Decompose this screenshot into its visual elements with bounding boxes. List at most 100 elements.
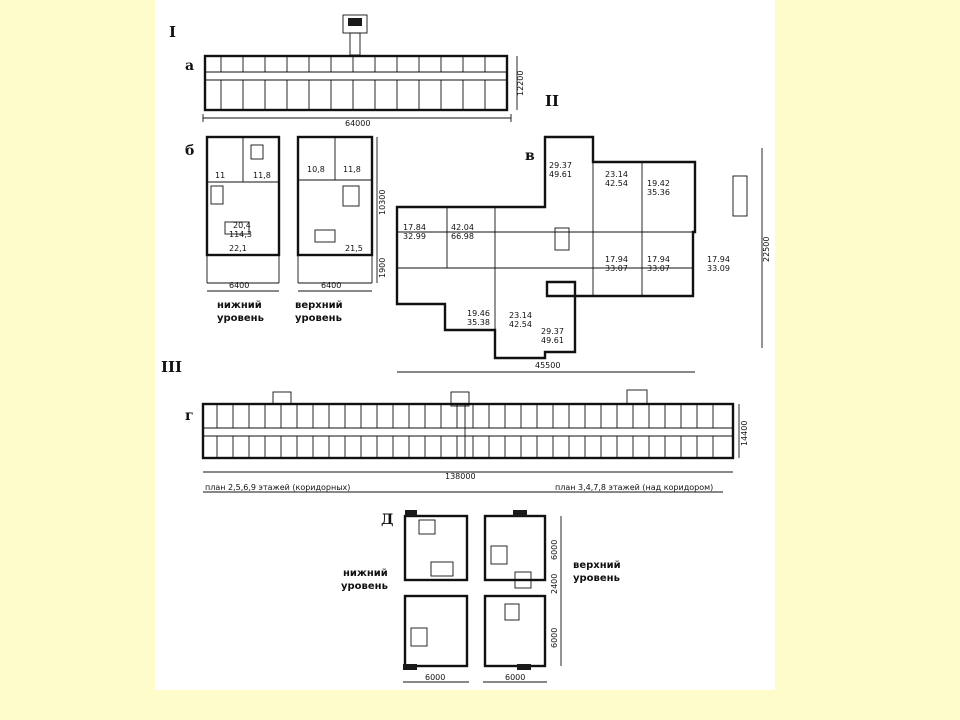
plan-d-upper-caption-1: верхний	[573, 560, 621, 571]
plan-g-partitions	[216, 404, 714, 458]
area-b-upper-r1: 10,8	[307, 165, 325, 174]
area-b-lower-r1: 11	[215, 171, 225, 180]
plan-d-upper-bed	[490, 545, 508, 565]
plan-b-upper-width-dim: 6400	[321, 281, 341, 290]
plan-d-upper-width-dim: 6000	[505, 673, 525, 682]
plan-b-height-main: 10300	[378, 190, 387, 215]
apartment-area-living: 33.07	[647, 264, 670, 273]
plan-a-depth-dim: 12200	[516, 71, 525, 96]
plan-b-height-small: 1900	[378, 258, 387, 278]
plan-b-lower-caption-1: нижний	[217, 300, 262, 311]
plan-letter-v: в	[525, 148, 535, 164]
plan-d-h1-dim: 6000	[550, 540, 559, 560]
apartment-area-total: 29.37	[549, 161, 572, 170]
plan-v-stair-core	[554, 227, 570, 251]
plan-d-lower-top-outline	[403, 514, 469, 582]
plan-v-width-dim: 45500	[535, 361, 560, 370]
apartment-area-living: 42.54	[605, 179, 628, 188]
apartment-area-living: 42.54	[509, 320, 532, 329]
apartment-area-living: 33.07	[605, 264, 628, 273]
plan-d-h3-dim: 6000	[550, 628, 559, 648]
plan-a-width-dim: 64000	[345, 119, 370, 128]
apartment-area-living: 49.61	[541, 336, 564, 345]
plan-d-lower-bed	[410, 627, 428, 647]
plan-d-upper-bottom-outline	[483, 594, 547, 668]
apartment-area-living: 32.99	[403, 232, 426, 241]
plan-a-outline	[203, 54, 509, 112]
plan-g-tower-2	[450, 391, 470, 407]
plan-letter-b: б	[185, 143, 194, 159]
plan-v-outline	[395, 135, 697, 360]
apartment-area-living: 35.38	[467, 318, 490, 327]
plan-d-lower-stair	[430, 561, 454, 577]
apartment-area-living: 49.61	[549, 170, 572, 179]
plan-v-stair	[732, 175, 748, 217]
plan-g: 138000 14400 план 2,5,6,9 этажей (коридо…	[201, 389, 749, 493]
area-b-upper-r2: 11,8	[343, 165, 361, 174]
apartment-area-total: 17.94	[605, 255, 628, 264]
apartment-area-total: 42.04	[451, 223, 474, 232]
apartment-area-total: 17.94	[707, 255, 730, 264]
plan-d-lower-bottom-outline	[403, 594, 469, 668]
plan-d-upper-top-balcony	[513, 510, 527, 516]
plan-d-upper-stair	[514, 571, 532, 589]
apartment-area-living: 35.36	[647, 188, 670, 197]
plan-a-entrance-core	[348, 18, 362, 26]
plan-g-depth-dim: 14400	[740, 421, 749, 446]
plan-b-upper-bed	[314, 229, 336, 243]
plan-b-lower-bath	[210, 185, 224, 205]
area-b-lower-r3: 20,4	[233, 221, 251, 230]
area-b-upper-r3: 21,5	[345, 244, 363, 253]
plan-a-partitions	[220, 56, 486, 110]
plan-b-lower-table	[224, 221, 250, 235]
plan-d-lower-width-dim: 6000	[425, 673, 445, 682]
plan-d-lower-top-balcony	[405, 510, 417, 516]
drawing-sheet: I II III а 64000 12200 б 11 11,8 20,4	[155, 0, 775, 690]
plan-d-upper: 6000 6000 2400 6000 верхний уровень	[483, 510, 621, 683]
area-b-lower-r2: 11,8	[253, 171, 271, 180]
apartment-area-total: 23.14	[605, 170, 628, 179]
plan-a-entrance-stair	[349, 32, 361, 56]
plan-b-lower-width-dim: 6400	[229, 281, 249, 290]
plan-b-upper: 10,8 11,8 21,5 6400 10300 1900 верхний у…	[295, 135, 387, 324]
plan-b-upper-caption-2: уровень	[295, 313, 342, 324]
plan-v-depth-dim: 22500	[762, 237, 771, 262]
section-label-II: II	[545, 92, 559, 110]
plan-g-caption-left: план 2,5,6,9 этажей (коридорных)	[205, 483, 350, 492]
plan-b-lower: 11 11,8 20,4 114,3 22,1 6400 нижний уров…	[205, 135, 281, 324]
area-b-lower-r4: 114,3	[229, 230, 252, 239]
plan-g-tower-1	[272, 391, 292, 405]
plan-d-lower-caption-2: уровень	[341, 581, 388, 592]
plan-d-upper-bottom-balcony	[517, 664, 531, 670]
apartment-area-total: 23.14	[509, 311, 532, 320]
apartment-area-total: 29.37	[541, 327, 564, 336]
plan-letter-a: а	[185, 58, 194, 74]
plan-g-outline	[201, 402, 735, 460]
section-label-III: III	[161, 358, 182, 376]
apartment-area-living: 66.98	[451, 232, 474, 241]
apartment-area-living: 33.09	[707, 264, 730, 273]
plan-b-lower-furniture	[250, 144, 264, 160]
plan-b-upper-stair	[342, 185, 360, 207]
plan-b-upper-caption-1: верхний	[295, 300, 343, 311]
plan-d-lower-caption-1: нижний	[343, 568, 388, 579]
apartment-area-total: 19.46	[467, 309, 490, 318]
plan-letter-d: Д	[381, 512, 393, 528]
plan-a: 64000 12200	[202, 14, 525, 128]
area-b-lower-r5: 22,1	[229, 244, 247, 253]
floor-plans-drawing: I II III а 64000 12200 б 11 11,8 20,4	[161, 14, 771, 683]
plan-b-lower-caption-2: уровень	[217, 313, 264, 324]
plan-d-upper-top-outline	[483, 514, 547, 582]
plan-letter-g: г	[185, 408, 194, 424]
plan-d-lower: 6000 нижний уровень	[341, 510, 469, 683]
plan-g-width-dim: 138000	[445, 472, 476, 481]
plan-g-caption-right: план 3,4,7,8 этажей (над коридором)	[555, 483, 713, 492]
section-label-I: I	[169, 23, 176, 41]
apartment-area-total: 19.42	[647, 179, 670, 188]
plan-d-lower-table	[418, 519, 436, 535]
apartment-area-total: 17.84	[403, 223, 426, 232]
plan-d-lower-bottom-balcony	[403, 664, 417, 670]
plan-g-tower-3	[626, 389, 648, 405]
